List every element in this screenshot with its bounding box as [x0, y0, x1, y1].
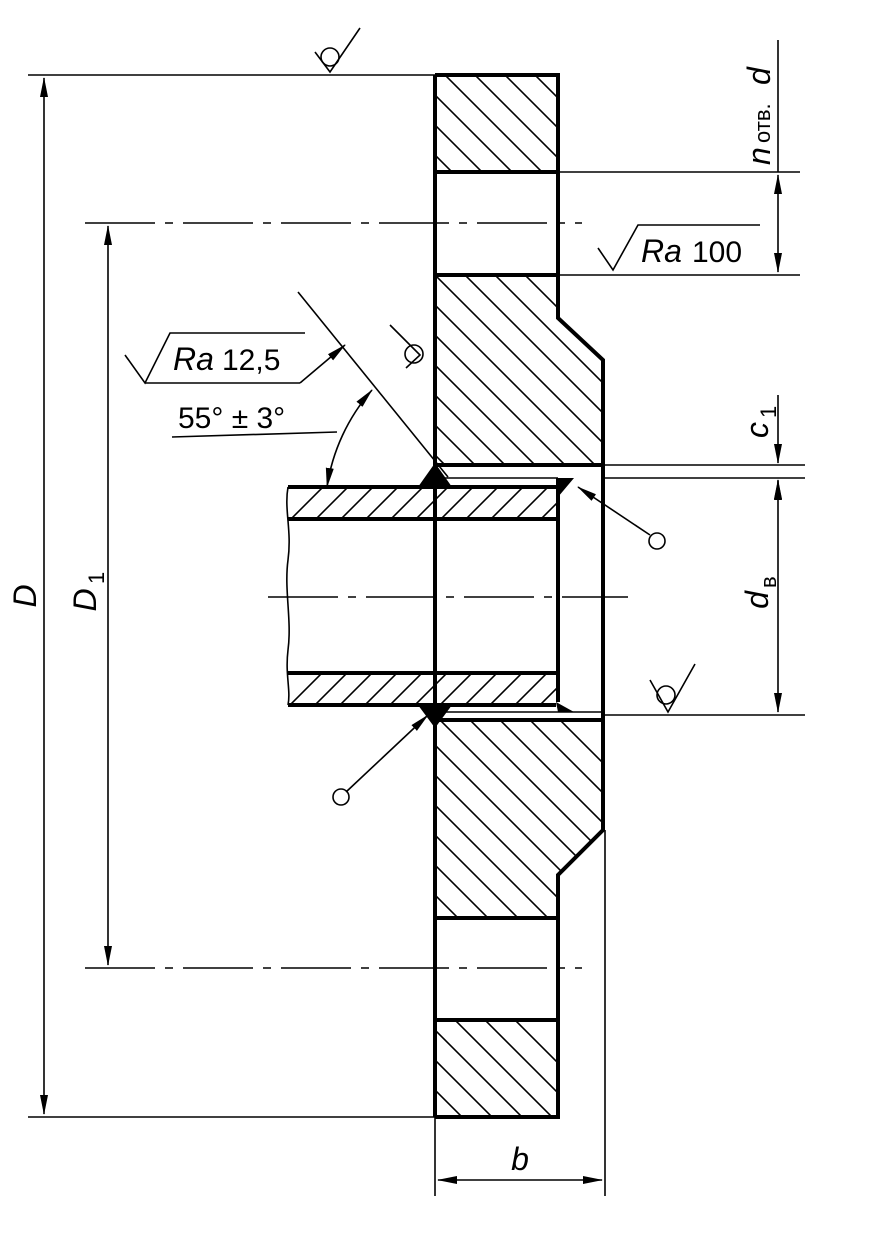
machining-mark-face	[389, 324, 424, 369]
hatch-hub-bottom	[435, 720, 603, 918]
dimension-D: D	[7, 74, 435, 1118]
dimension-b-label: b	[511, 1141, 529, 1177]
roughness-bore-ra: Ra	[641, 233, 682, 269]
dimension-D1: D 1	[67, 225, 112, 966]
roughness-bore-symbol: Ra 100	[597, 224, 760, 272]
holes-text-label: отв.	[750, 103, 775, 143]
dimension-c1-subscript: 1	[756, 406, 781, 418]
dimension-D-label: D	[7, 584, 43, 607]
dimension-c1: c 1	[603, 395, 805, 500]
dimension-dv: d в	[603, 480, 805, 716]
flange-outline	[433, 73, 605, 1119]
bevel-angle-dimension: 55° ± 3°	[171, 291, 449, 488]
hatch-hub-top	[435, 275, 603, 465]
machining-mark-bottom	[649, 663, 696, 714]
roughness-outer-value: 12,5	[222, 344, 280, 377]
dimension-D1-label: D	[67, 588, 103, 611]
dimension-holes: n отв. d	[558, 40, 800, 276]
holes-count-label: n	[741, 147, 777, 165]
dimension-c1-label: c	[739, 422, 775, 438]
roughness-outer-symbol: Ra 12,5	[124, 332, 346, 385]
weld-leader-inner	[577, 486, 666, 550]
dimension-dv-label: d	[739, 590, 775, 609]
angle-label: 55° ± 3°	[178, 402, 285, 435]
weld-beads	[418, 463, 574, 728]
pipe-outline	[286, 485, 558, 707]
weld-leader-outer	[332, 714, 429, 806]
roughness-bore-value: 100	[692, 236, 742, 269]
dimension-b: b	[434, 830, 606, 1196]
machining-mark-top	[314, 27, 361, 74]
dimension-D1-subscript: 1	[84, 572, 109, 584]
dimension-dv-subscript: в	[756, 576, 781, 588]
holes-diameter-label: d	[741, 66, 777, 85]
roughness-outer-ra: Ra	[173, 341, 214, 377]
